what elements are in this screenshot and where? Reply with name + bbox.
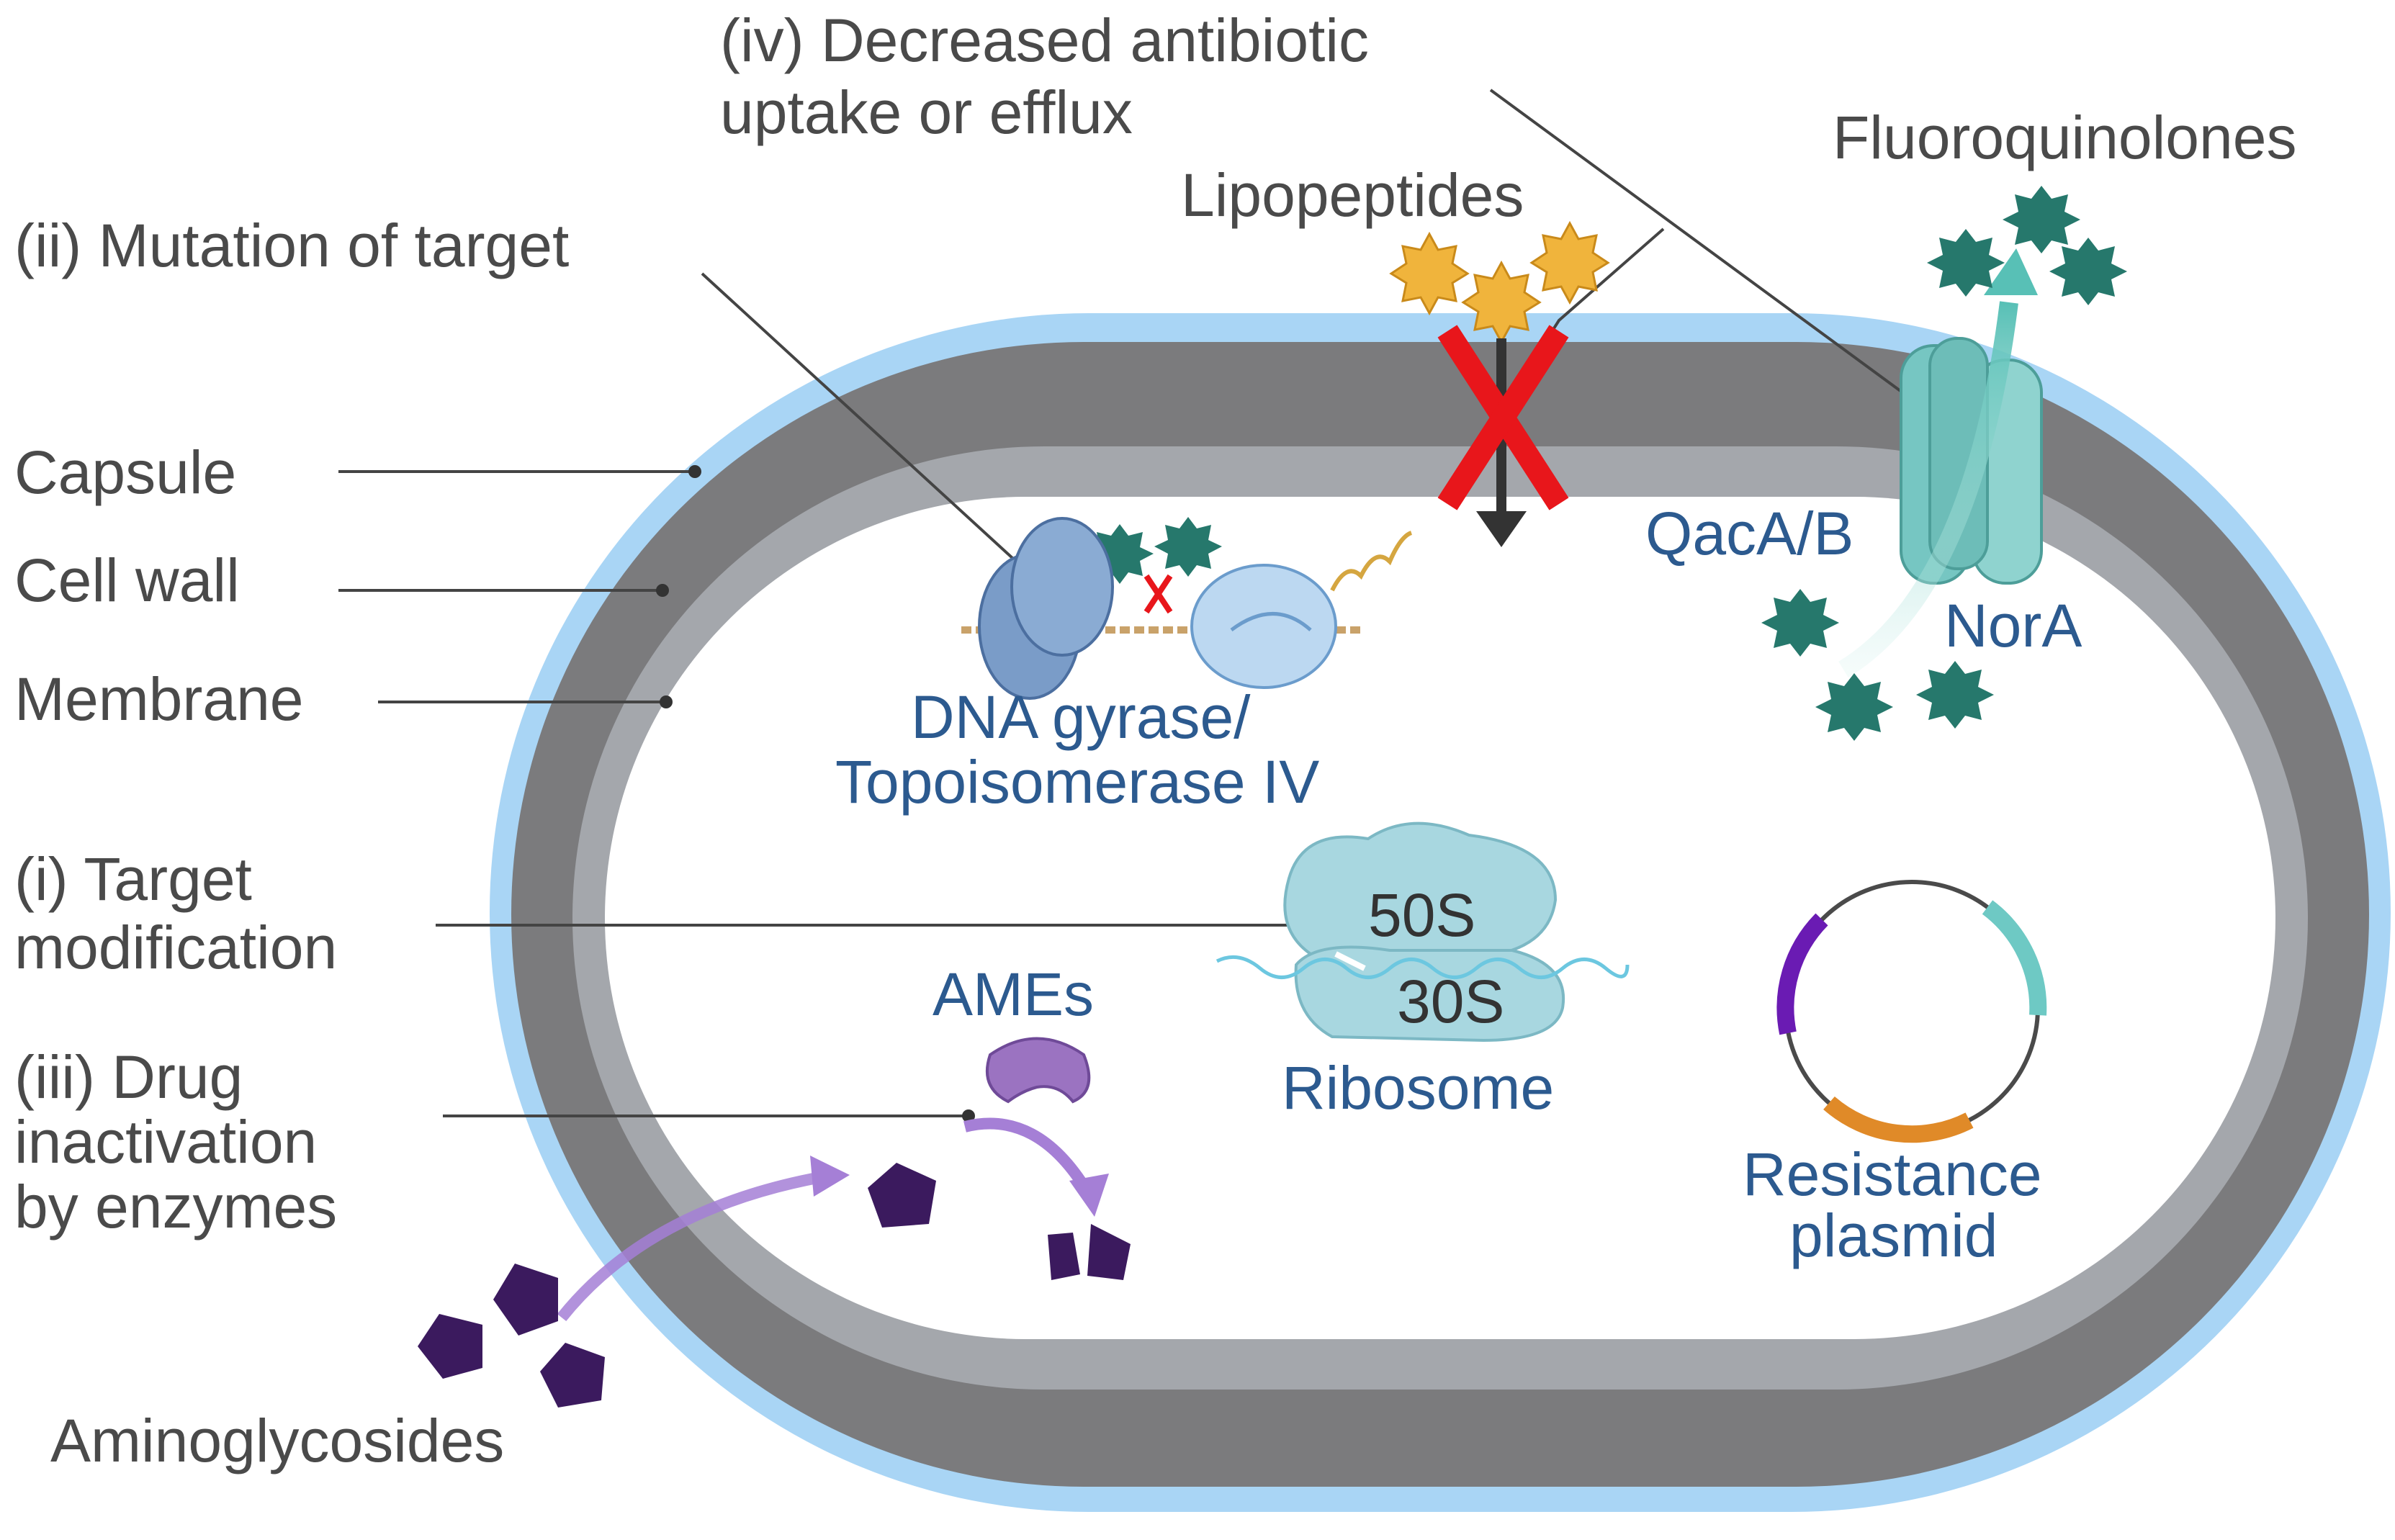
lipopeptide-star-icon xyxy=(1389,231,1470,316)
mutation-leader xyxy=(701,272,1049,592)
mrna-strand xyxy=(1216,955,1630,979)
ribosome-50s-label: 50S xyxy=(1368,881,1475,949)
labels: (iv) Decreased antibiotic uptake or effl… xyxy=(14,6,2296,1474)
topoisomerase-subunit xyxy=(1190,564,1337,689)
mutation-x-icon xyxy=(1143,574,1173,614)
capsule-label: Capsule xyxy=(14,438,236,506)
drug-inact-leader-dot xyxy=(962,1109,975,1122)
ames-label: AMEs xyxy=(933,960,1094,1028)
lipopeptide-star-icon xyxy=(1461,260,1542,345)
membrane-label: Membrane xyxy=(14,665,304,733)
ribosome xyxy=(1216,821,1630,1043)
resistance-plasmid-label-line2: plasmid xyxy=(1789,1202,1998,1269)
lipopeptides-label: Lipopeptides xyxy=(1181,161,1524,229)
aminoglycoside-pentagon-icon xyxy=(868,1163,936,1228)
plasmid-gene-purple xyxy=(1776,913,1828,1035)
aminoglycoside-group xyxy=(418,1163,1131,1408)
fluoroquinolone-star-icon xyxy=(2003,186,2080,253)
block-x-icon xyxy=(1437,325,1569,510)
inactivation-arrow xyxy=(963,1117,1092,1195)
efflux-arrow xyxy=(1838,301,2018,678)
aminoglycoside-pentagon-icon xyxy=(493,1264,558,1336)
uptake-arrow-head-icon xyxy=(1476,511,1527,547)
decreased-uptake-label-line2: uptake or efflux xyxy=(720,78,1133,146)
fluoroquinolone-star-icon xyxy=(2049,238,2127,305)
uptake-purple-arrow xyxy=(557,1171,822,1322)
resistance-plasmid-label-line1: Resistance xyxy=(1743,1140,2042,1208)
plasmid-gene-orange xyxy=(1823,1096,1974,1143)
uptake-purple-arrow-head-icon xyxy=(810,1156,850,1197)
ribosome-label: Ribosome xyxy=(1282,1054,1554,1122)
dna-gyrase-label-line2: Topoisomerase IV xyxy=(835,748,1319,816)
efflux-pump xyxy=(1838,248,2043,678)
aminoglycosides-label: Aminoglycosides xyxy=(50,1407,504,1474)
drug-inact-label-line1: (iii) Drug xyxy=(14,1043,243,1111)
aminoglycoside-broken-icon xyxy=(1087,1224,1131,1280)
fluoroquinolone-star-icon xyxy=(1916,661,1994,729)
mutation-of-target-label: (ii) Mutation of target xyxy=(14,212,569,279)
fluoroquinolone-star-icon xyxy=(1815,673,1893,741)
gyrase-subunit xyxy=(1010,517,1114,657)
ribosome-30s-label: 30S xyxy=(1397,968,1504,1035)
efflux-arrow-head-icon xyxy=(1984,248,2038,295)
target-mod-label-line1: (i) Target xyxy=(14,845,252,913)
fluoroquinolones-label: Fluoroquinolones xyxy=(1833,104,2296,171)
cell-wall-label: Cell wall xyxy=(14,546,240,614)
drug-inact-label-line3: by enzymes xyxy=(14,1173,337,1240)
drug-inact-label-line2: inactivation xyxy=(14,1108,317,1176)
decreased-uptake-label-line1: (iv) Decreased antibiotic xyxy=(720,6,1369,74)
nora-label: NorA xyxy=(1944,592,2082,659)
efflux-leader xyxy=(1489,89,1953,430)
aminoglycoside-pentagon-icon xyxy=(540,1343,605,1408)
inactivation-arrow-head-icon xyxy=(1069,1174,1109,1217)
lipopeptide-star-icon xyxy=(1529,220,1610,305)
capsule-leader-dot xyxy=(688,465,701,478)
dna-gyrase-complex xyxy=(961,517,1413,700)
membrane-leader-dot xyxy=(660,695,673,708)
topoisomerase-cleft xyxy=(1230,612,1312,632)
ames-enzyme-icon xyxy=(985,1037,1091,1104)
dna-gyrase-label-line1: DNA gyrase/ xyxy=(911,683,1251,751)
qaca-b-label: QacA/B xyxy=(1645,500,1853,567)
plasmid-gene-teal xyxy=(1982,900,2047,1016)
aminoglycoside-pentagon-icon xyxy=(418,1314,482,1379)
fluoroquinolone-star-icon xyxy=(1927,229,2005,297)
trna-mark xyxy=(1334,951,1366,971)
cell-wall-leader-dot xyxy=(656,584,669,597)
lipopeptide-group xyxy=(1389,220,1610,547)
ames-group xyxy=(557,1037,1109,1322)
aminoglycoside-broken-icon xyxy=(1048,1233,1080,1280)
fluoroquinolone-star-icon xyxy=(1154,517,1222,577)
target-mod-label-line2: modification xyxy=(14,914,337,981)
resistance-plasmid xyxy=(1776,880,2047,1143)
fluoroquinolone-group xyxy=(1086,186,2127,741)
fluoroquinolone-star-icon xyxy=(1761,589,1839,657)
peptide-chain xyxy=(1330,531,1413,592)
